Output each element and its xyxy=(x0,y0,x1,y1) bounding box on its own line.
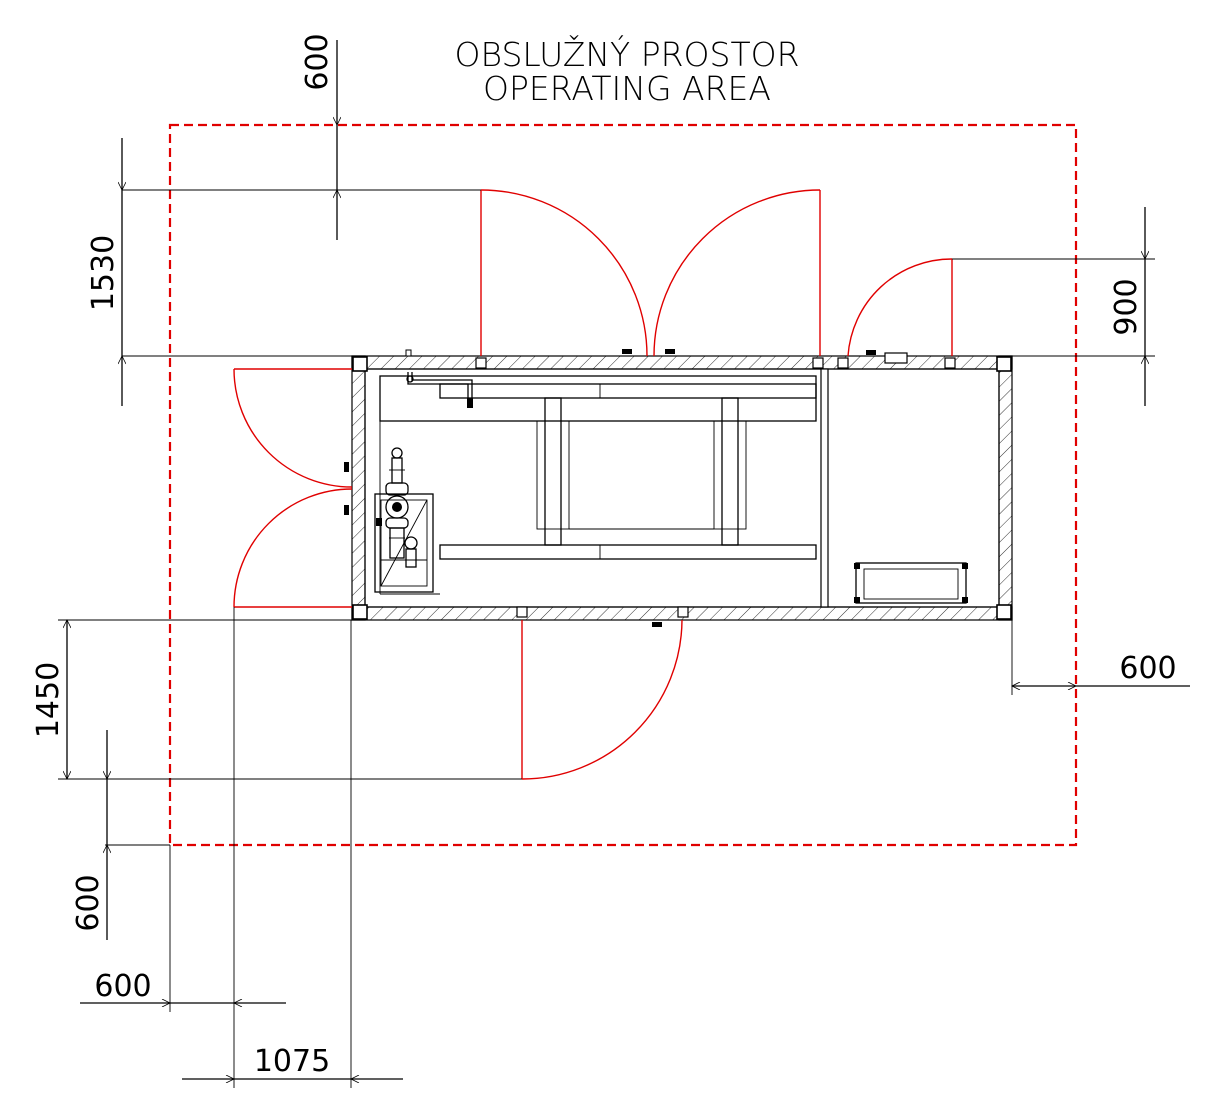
operating-area-boundary xyxy=(168,123,1078,847)
dim-top-clearance-label: 600 xyxy=(300,33,335,90)
dim-bottom-clearance-label: 600 xyxy=(71,874,106,931)
dim-left-door-swing-label: 1075 xyxy=(254,1044,330,1079)
dim-left-clearance-label: 600 xyxy=(94,969,151,1004)
pump-assembly xyxy=(374,447,434,593)
right-room-cabinet xyxy=(854,562,968,604)
dimension-1075: 1075 xyxy=(182,620,403,1088)
dimension-bottom-600: 600 xyxy=(71,730,170,940)
dimension-left-600: 600 xyxy=(80,607,286,1088)
dimension-900: 900 xyxy=(952,207,1155,406)
dim-right-clearance-label: 600 xyxy=(1119,651,1176,686)
dimension-top-600: 600 xyxy=(300,33,337,240)
dimension-1450: 1450 xyxy=(31,620,522,779)
dim-left-door-swing-top-label: 1530 xyxy=(86,235,121,311)
dimension-1530: 1530 xyxy=(86,138,481,406)
equipment-frame xyxy=(379,372,817,595)
title-line-2: OPERATING AREA xyxy=(483,69,771,108)
door-swings xyxy=(233,189,953,780)
dim-bottom-door-swing-label: 1450 xyxy=(31,662,66,738)
title-line-1: OBSLUŽNÝ PROSTOR xyxy=(454,34,799,74)
container-walls xyxy=(344,349,1013,627)
dimension-right-600: 600 xyxy=(1012,620,1190,695)
dim-right-door-swing-label: 900 xyxy=(1109,278,1144,335)
